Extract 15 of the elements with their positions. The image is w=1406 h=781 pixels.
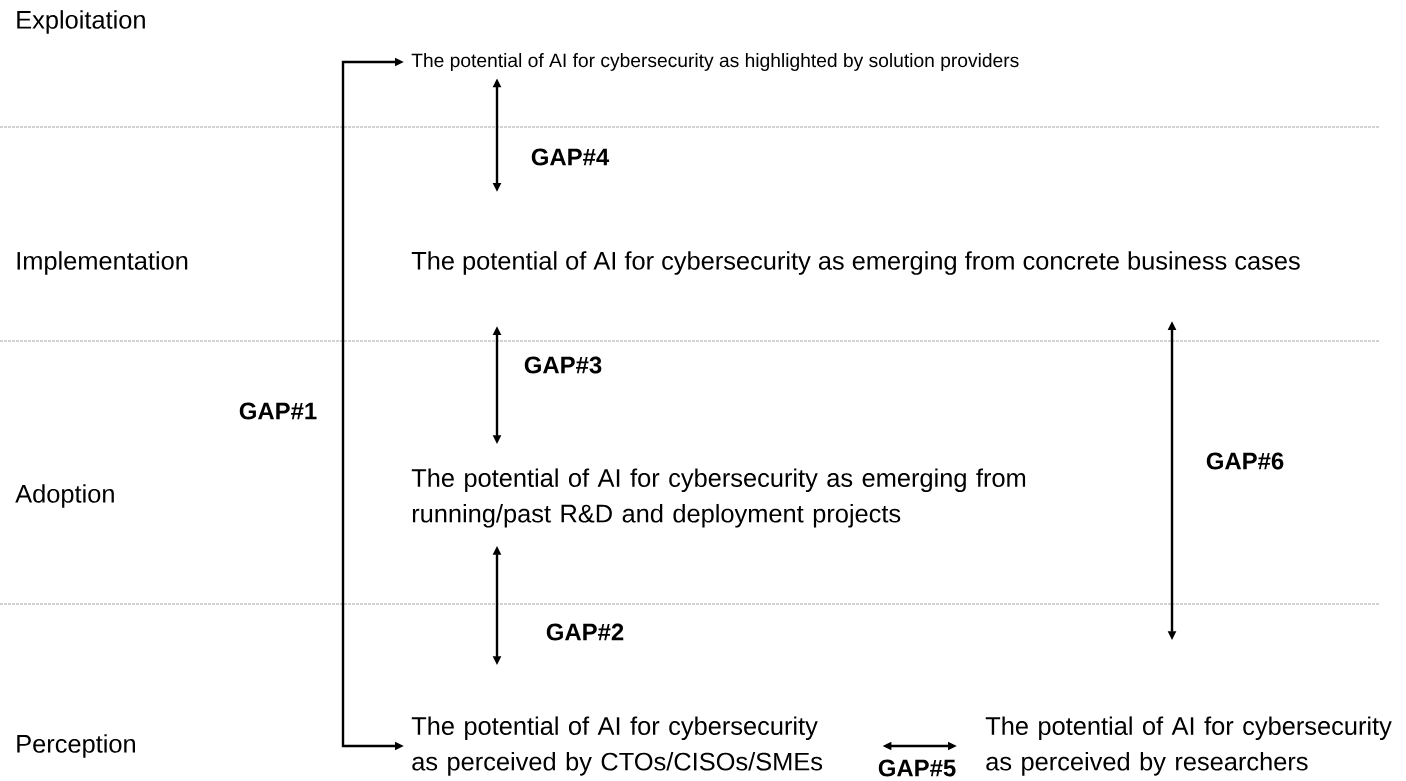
level-label: Implementation	[17, 251, 188, 275]
statement-text: The potential of AI for cybersecurity as perceived by CTOs/CISOs/SMEs	[411, 716, 823, 776]
edge-label: GAP#3	[522, 355, 604, 375]
edge-label: GAP#5	[876, 758, 958, 778]
statement-text: The potential of AI for cybersecurity as highlighted by solution providers	[411, 53, 1019, 71]
statement-text: The potential of AI for cybersecurity as perceived by researchers	[985, 716, 1392, 776]
edge-label: GAP#2	[544, 622, 626, 642]
level-label: Perception	[17, 734, 135, 758]
edge-label: GAP#1	[237, 401, 319, 421]
statement-text: The potential of AI for cybersecurity as emerging from running/past R&D and deployment projects	[411, 468, 1026, 528]
level-label: Exploitation	[17, 10, 145, 34]
edge-label: GAP#4	[529, 147, 611, 167]
level-label: Adoption	[15, 484, 114, 508]
edge-label: GAP#6	[1204, 451, 1286, 471]
statement-text: The potential of AI for cybersecurity as emerging from concrete business cases	[411, 251, 1300, 275]
